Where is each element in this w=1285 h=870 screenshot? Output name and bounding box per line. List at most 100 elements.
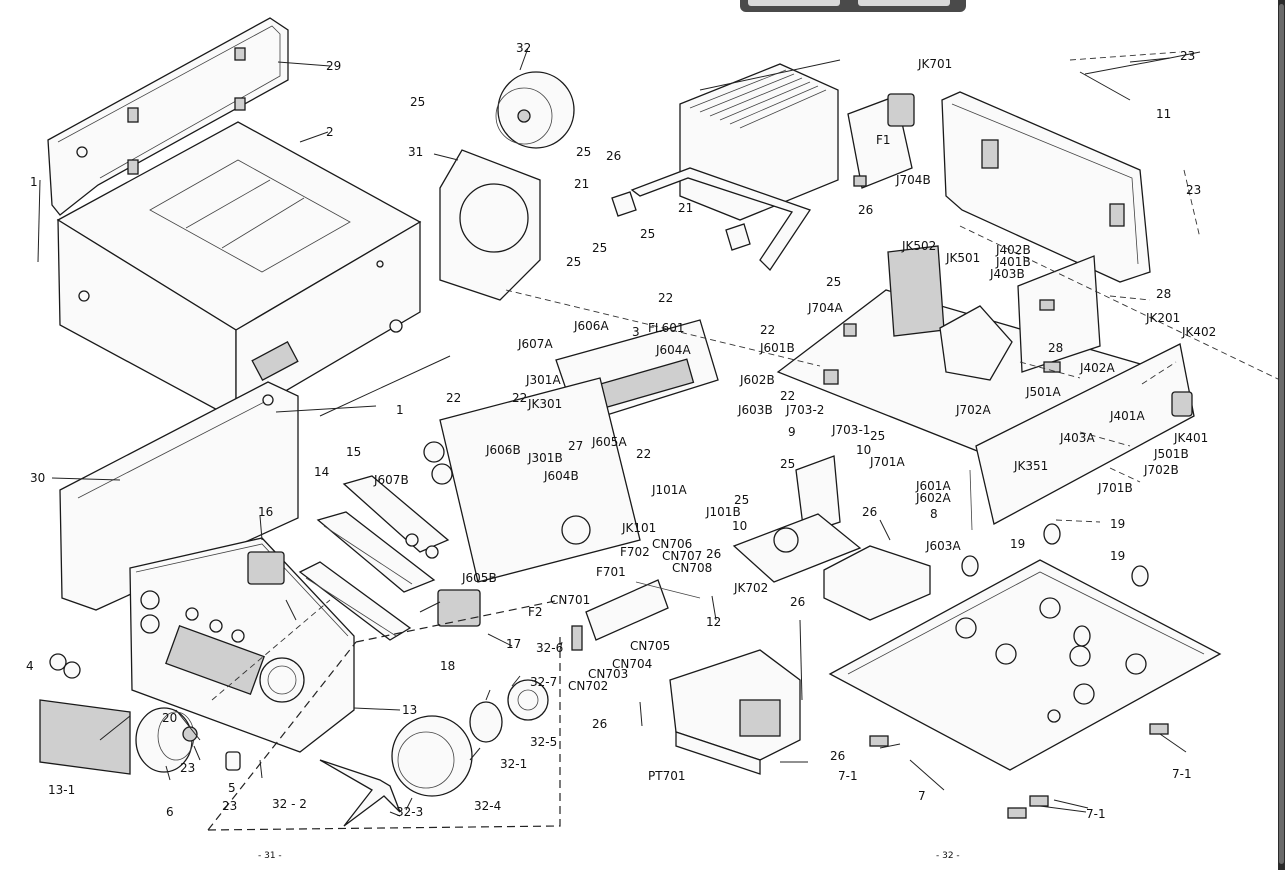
fan-assembly-outline [207, 599, 561, 831]
label-J401B: J401B [995, 255, 1031, 269]
part-17-switch [437, 589, 481, 627]
label-25-b: 25 [576, 145, 591, 159]
label-22-e: 22 [446, 391, 461, 405]
label-J704A: J704A [807, 301, 843, 315]
label-F1: F1 [876, 133, 891, 147]
label-13-1: 13-1 [48, 783, 75, 797]
label-CN703: CN703 [588, 667, 628, 681]
part-32-1-motor [469, 701, 503, 743]
j403b-board [1017, 255, 1101, 373]
label-CN706: CN706 [652, 537, 692, 551]
f2-fuse [571, 625, 583, 651]
label-J605A: J605A [591, 435, 627, 449]
label-3: 3 [632, 325, 640, 339]
page-number-right: - 32 - [936, 851, 960, 861]
label-CN702: CN702 [568, 679, 608, 693]
label-32-3: 32-3 [396, 805, 423, 819]
part-21-bracket-a [611, 191, 637, 217]
label-JK201: JK201 [1145, 311, 1180, 325]
part-13-front-panel [129, 537, 355, 753]
label-J601A: J601A [915, 479, 951, 493]
part-31-fan-bracket [439, 149, 541, 301]
label-23-b: 23 [1186, 183, 1201, 197]
label-26-d: 26 [706, 547, 721, 561]
part-4-knobs [49, 653, 81, 679]
part-labels: 29 2 1 1 30 32 25 25 31 25 26 21 25 21 2… [26, 41, 1216, 821]
label-8: 8 [930, 507, 938, 521]
label-18: 18 [440, 659, 455, 673]
scroll-thumb[interactable] [1279, 4, 1284, 864]
label-32-1: 32-1 [500, 757, 527, 771]
label-26-a: 26 [606, 149, 621, 163]
label-32-6: 32-6 [536, 641, 563, 655]
part-21-bracket-b [725, 223, 751, 251]
next-page-button[interactable] [858, 0, 950, 6]
part-11-rear-panel [941, 91, 1151, 283]
part-5-button [225, 751, 241, 771]
label-14: 14 [314, 465, 329, 479]
label-28-b: 28 [1048, 341, 1063, 355]
heat-sink [630, 63, 839, 272]
label-26-g: 26 [830, 749, 845, 763]
label-25-f: 25 [826, 275, 841, 289]
label-2: 2 [326, 125, 334, 139]
label-15: 15 [346, 445, 361, 459]
part-2-cabinet [56, 121, 422, 422]
vertical-scrollbar[interactable] [1278, 0, 1285, 870]
label-26-f: 26 [592, 717, 607, 731]
label-32: 32 [516, 41, 531, 55]
label-9: 9 [788, 425, 796, 439]
label-12: 12 [706, 615, 721, 629]
label-25-a: 25 [410, 95, 425, 109]
label-10-b: 10 [732, 519, 747, 533]
part-15-board [342, 475, 450, 559]
label-JK401: JK401 [1173, 431, 1208, 445]
label-J701B: J701B [1097, 481, 1133, 495]
label-25-g: 25 [870, 429, 885, 443]
label-CN701: CN701 [550, 593, 590, 607]
label-26-c: 26 [862, 505, 877, 519]
page-numbers: - 31 - - 32 - [258, 851, 960, 861]
label-26-b: 26 [858, 203, 873, 217]
page-number-left: - 31 - [258, 851, 282, 861]
label-22-f: 22 [636, 447, 651, 461]
label-30: 30 [30, 471, 45, 485]
label-CN708: CN708 [672, 561, 712, 575]
label-22-c: 22 [780, 389, 795, 403]
label-17: 17 [506, 637, 521, 651]
label-JK702: JK702 [733, 581, 768, 595]
part-30-side-panel [59, 381, 299, 611]
label-J607B: J607B [373, 473, 409, 487]
label-22-d: 22 [512, 391, 527, 405]
label-JK402: JK402 [1181, 325, 1216, 339]
label-25-d: 25 [592, 241, 607, 255]
label-FL601: FL601 [648, 321, 685, 335]
label-23-c: 23 [180, 761, 195, 775]
label-J501B: J501B [1153, 447, 1189, 461]
label-25-e: 25 [640, 227, 655, 241]
label-23-a: 23 [1180, 49, 1195, 63]
part-7-bottom-chassis [828, 559, 1222, 819]
label-JK502: JK502 [901, 239, 936, 253]
label-11: 11 [1156, 107, 1171, 121]
part-18-board [298, 561, 412, 641]
amp-board [969, 343, 1195, 531]
part-13-1-window [39, 699, 131, 775]
part-19-feet [961, 523, 1149, 647]
label-J501A: J501A [1025, 385, 1061, 399]
prev-page-button[interactable] [748, 0, 840, 6]
label-21-a: 21 [574, 177, 589, 191]
label-19-c: 19 [1110, 549, 1125, 563]
label-7: 7 [918, 789, 926, 803]
label-13: 13 [402, 703, 417, 717]
label-JK301: JK301 [527, 397, 562, 411]
label-J704B: J704B [895, 173, 931, 187]
label-J605B: J605B [461, 571, 497, 585]
pt701-transformer [669, 649, 801, 775]
label-5: 5 [228, 781, 236, 795]
label-32-7: 32-7 [530, 675, 557, 689]
label-22-b: 22 [760, 323, 775, 337]
label-J401A: J401A [1109, 409, 1145, 423]
label-JK501: JK501 [945, 251, 980, 265]
